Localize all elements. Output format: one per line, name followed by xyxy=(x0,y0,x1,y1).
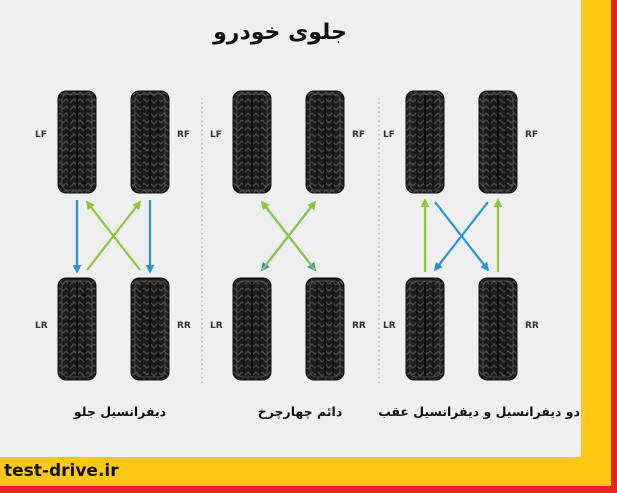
caption-front-wheel-drive: دیفرانسیل جلو xyxy=(73,404,167,419)
tire-rf xyxy=(478,90,518,194)
caption-all-wheel-drive: دائم چهارچرخ xyxy=(257,404,343,419)
wheel-label-rf: RF xyxy=(352,130,365,140)
wheel-label-rf: RF xyxy=(525,130,538,140)
caption-rear-and-four-wheel-drive: دو دیفرانسیل و دیفرانسیل عقب xyxy=(378,404,580,419)
tire-lr xyxy=(232,277,272,381)
wheel-label-rf: RF xyxy=(177,130,190,140)
tire-rf xyxy=(305,90,345,194)
wheel-label-lf: LF xyxy=(383,130,395,140)
tire-rf xyxy=(130,90,170,194)
tire-rr xyxy=(478,277,518,381)
tire-rr xyxy=(130,277,170,381)
diagram-panel xyxy=(0,0,581,457)
rotation-arrow-rr-to-lf xyxy=(85,200,141,271)
rotation-arrow-rf-to-lr xyxy=(433,201,489,272)
wheel-label-lr: LR xyxy=(35,321,48,331)
tire-rr xyxy=(305,277,345,381)
wheel-label-lf: LF xyxy=(35,130,47,140)
tire-lr xyxy=(405,277,445,381)
wheel-label-rr: RR xyxy=(525,321,539,331)
wheel-label-lr: LR xyxy=(210,321,223,331)
tire-lf xyxy=(405,90,445,194)
tire-lf xyxy=(57,90,97,194)
page-title: جلوی خودرو xyxy=(213,20,347,45)
wheel-label-rr: RR xyxy=(352,321,366,331)
rotation-arrow-rr-to-lf xyxy=(260,200,316,271)
brand-watermark: test-drive.ir xyxy=(4,461,119,481)
wheel-label-lr: LR xyxy=(383,321,396,331)
tire-lf xyxy=(232,90,272,194)
wheel-label-lf: LF xyxy=(210,130,222,140)
wheel-label-rr: RR xyxy=(177,321,191,331)
tire-lr xyxy=(57,277,97,381)
